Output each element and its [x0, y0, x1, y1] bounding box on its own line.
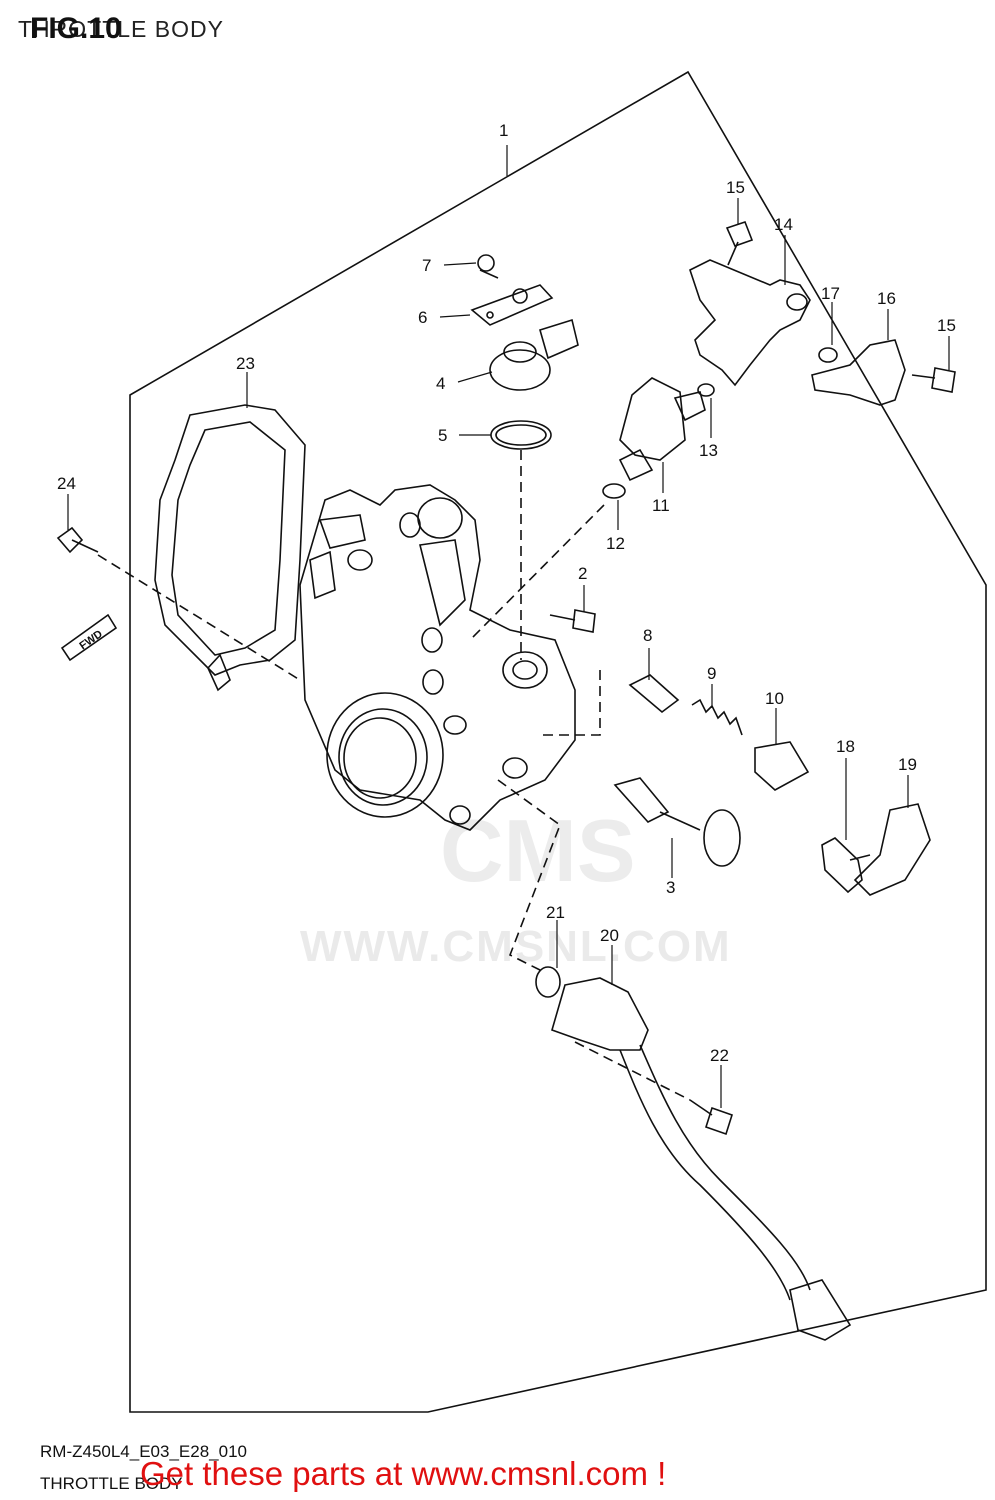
part-14-bracket [689, 259, 811, 387]
part-8-pin [628, 674, 680, 714]
callout-19: 19 [898, 755, 917, 774]
watermark-url: WWW.CMSNL.COM [300, 922, 732, 971]
part-19-hose [853, 803, 931, 896]
part-4-sensor [489, 318, 579, 391]
callout-22: 22 [710, 1046, 729, 1065]
callout-11: 11 [652, 496, 670, 515]
callout-10: 10 [765, 689, 784, 708]
callout-4: 4 [436, 374, 445, 393]
assembly-outline [129, 70, 987, 1413]
leader-lines [67, 145, 950, 1108]
callout-labels: 1 7 6 4 5 23 24 15 14 17 16 15 13 11 12 … [57, 121, 956, 1065]
callout-13: 13 [699, 441, 718, 460]
part-16-sensor [811, 339, 906, 406]
part-15-bolt-a [725, 221, 754, 266]
part-18-hose [821, 837, 871, 894]
model-code: RM-Z450L4_E03_E28_010 [40, 1442, 247, 1461]
part-10-fitting [754, 741, 810, 791]
callout-17: 17 [821, 284, 840, 303]
watermark-brand: CMS [440, 801, 636, 900]
figure-label: FIG.10 [30, 12, 122, 45]
diagram-subtitle: THROTTLE BODY [18, 16, 224, 42]
part-13-oring [697, 383, 715, 397]
callout-15a: 15 [726, 178, 745, 197]
part-23-cover [154, 404, 306, 692]
part-24-screw [56, 526, 99, 554]
part-2-screw [549, 609, 596, 633]
callout-15b: 15 [937, 316, 956, 335]
callout-21: 21 [546, 903, 565, 922]
part-21-oring [535, 966, 561, 998]
part-12-oring [602, 483, 626, 499]
callout-5: 5 [438, 426, 447, 445]
callout-9: 9 [707, 664, 716, 683]
callout-3: 3 [666, 878, 675, 897]
callout-7: 7 [422, 256, 431, 275]
callout-6: 6 [418, 308, 427, 327]
callout-16: 16 [877, 289, 896, 308]
callout-18: 18 [836, 737, 855, 756]
part-11-injector [618, 377, 706, 482]
part-5-oring [490, 420, 552, 450]
part-15-bolt-b [911, 367, 956, 393]
part-20-sensor [551, 977, 852, 1341]
part-7-screw [477, 254, 499, 279]
callout-24: 24 [57, 474, 76, 493]
callout-14: 14 [774, 215, 793, 234]
part-6-plate [470, 284, 554, 326]
promo-link[interactable]: Get these parts at www.cmsnl.com ! [140, 1455, 667, 1492]
callout-2: 2 [578, 564, 587, 583]
footer-caption: THROTTLE BODY [40, 1474, 183, 1493]
part-9-spring [691, 698, 743, 736]
callout-12: 12 [606, 534, 625, 553]
callout-8: 8 [643, 626, 652, 645]
part-3-screw [613, 777, 741, 867]
callout-20: 20 [600, 926, 619, 945]
part-17-oring [818, 347, 838, 363]
fwd-arrow-icon: FWD [60, 613, 118, 662]
callout-1: 1 [499, 121, 508, 140]
part-22-bolt [689, 1099, 733, 1136]
throttle-body-casting [299, 484, 576, 831]
callout-23: 23 [236, 354, 255, 373]
